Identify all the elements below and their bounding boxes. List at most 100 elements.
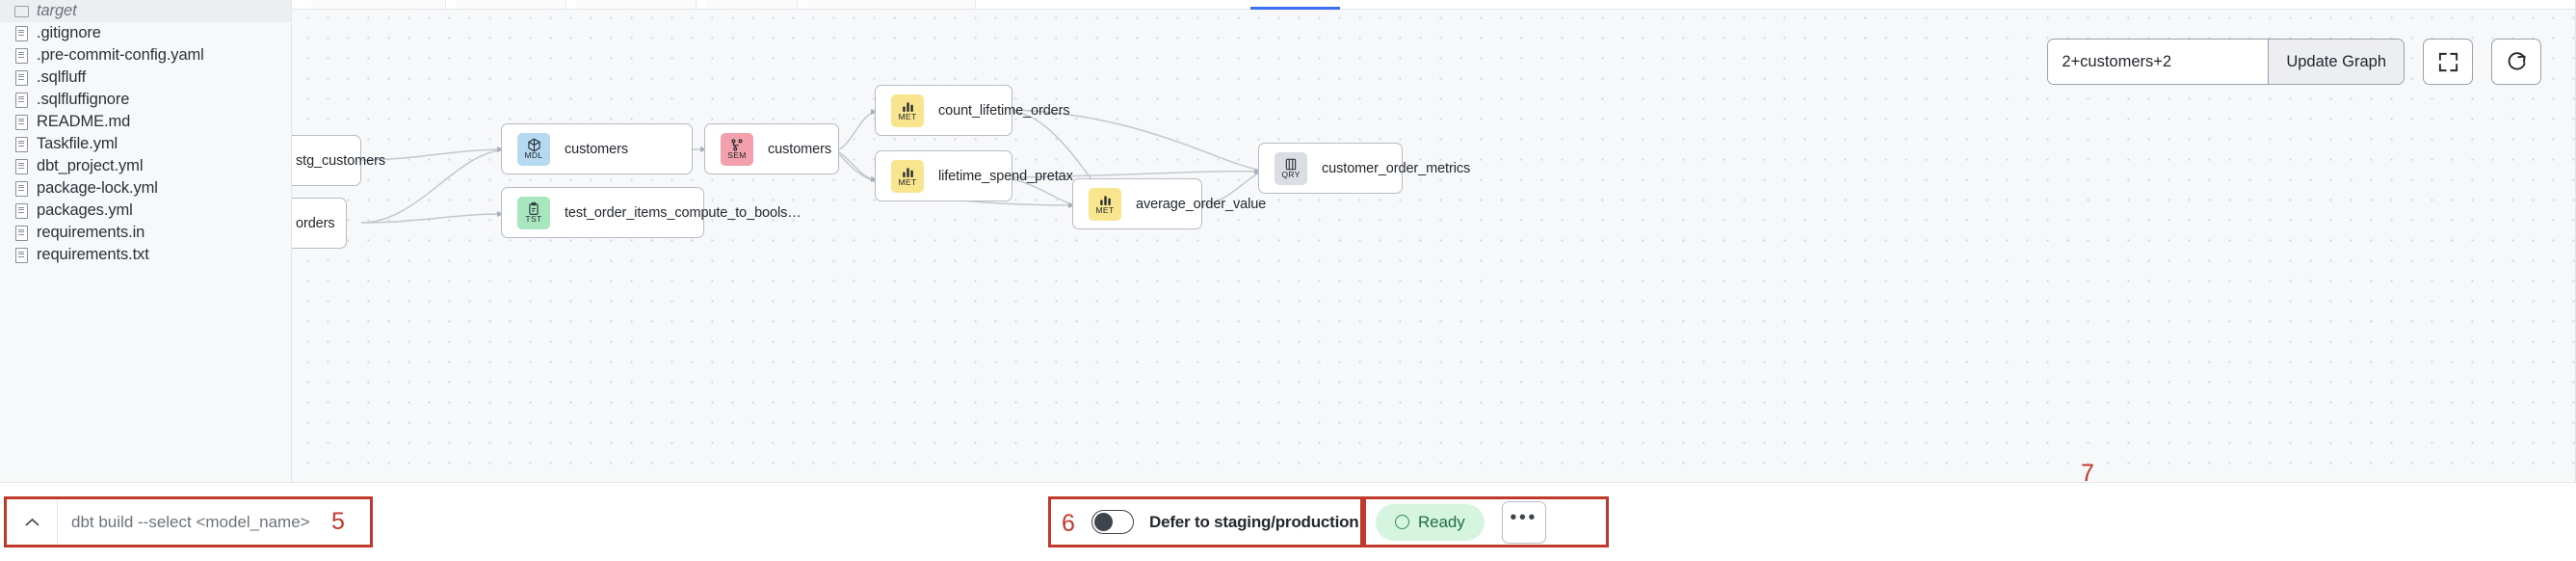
dag-node[interactable]: TST test_order_items_compute_to_bools… [501, 187, 802, 238]
qry-badge-icon: QRY [1275, 151, 1307, 185]
file-name: Taskfile.yml [37, 135, 118, 152]
file-name: packages.yml [37, 201, 133, 219]
file-list-item[interactable]: requirements.in [0, 222, 291, 244]
annotation-marker-6: 6 [1062, 510, 1075, 537]
badge-glyph [901, 99, 915, 113]
file-name: target [37, 2, 77, 19]
dag-node-label: average_order_value [1136, 196, 1267, 212]
dag-node-label: customer_order_metrics [1322, 160, 1471, 176]
editor-tab[interactable] [576, 0, 697, 9]
dag-node-label: customers [565, 141, 628, 157]
file-icon [13, 69, 28, 86]
status-label: Ready [1418, 512, 1465, 531]
command-history-toggle[interactable] [7, 499, 58, 545]
more-options-button[interactable]: ••• [1501, 500, 1546, 544]
file-list-item[interactable]: requirements.txt [0, 244, 291, 266]
graph-toolbar: Update Graph [2047, 39, 2541, 85]
active-tab-indicator [1250, 7, 1340, 10]
badge-label: QRY [1281, 170, 1301, 180]
defer-toggle[interactable] [1091, 510, 1134, 534]
mdl-badge-icon: MDL [517, 132, 550, 166]
file-list-item[interactable]: dbt_project.yml [0, 155, 291, 177]
dag-node-label: test_order_items_compute_to_bools… [565, 204, 802, 221]
badge-label: MET [898, 177, 917, 188]
file-icon [13, 225, 28, 241]
file-icon [13, 92, 28, 108]
command-input[interactable] [58, 499, 370, 545]
editor-tab[interactable] [807, 0, 976, 9]
file-icon [13, 25, 28, 41]
file-icon [13, 47, 28, 64]
defer-setting-group: Defer to staging/production ? [1048, 496, 1390, 548]
dag-node[interactable]: MET lifetime_spend_pretax [875, 150, 1073, 201]
dag-node-label: stg_customers [296, 152, 385, 169]
editor-tab[interactable] [456, 0, 566, 9]
ellipsis-icon: ••• [1510, 507, 1538, 528]
file-list-item[interactable]: .gitignore [0, 22, 291, 44]
file-icon [13, 136, 28, 152]
badge-label: TST [525, 214, 542, 225]
dag-node[interactable]: MDL customers [501, 123, 693, 174]
refresh-button[interactable] [2491, 39, 2541, 85]
file-list: target .gitignore .pre-commit-config.yaml.… [0, 0, 291, 266]
dag-node[interactable]: QRY customer_order_metrics [1258, 143, 1470, 194]
badge-label: MET [898, 112, 917, 122]
dag-node-label: count_lifetime_orders [938, 102, 1070, 119]
graph-selector-combo: Update Graph [2047, 39, 2405, 85]
file-name: requirements.in [37, 224, 145, 241]
file-list-item[interactable]: Taskfile.yml [0, 133, 291, 155]
badge-glyph [1284, 157, 1298, 171]
file-name: dbt_project.yml [37, 157, 144, 174]
file-icon [13, 114, 28, 130]
file-icon [13, 158, 28, 174]
file-name: .pre-commit-config.yaml [37, 46, 204, 64]
bottom-status-bar: 5 Defer to staging/production ? 6 Ready … [0, 460, 2576, 561]
file-name: package-lock.yml [37, 179, 158, 197]
status-dot-icon [1395, 515, 1409, 529]
dag-node[interactable]: orders [292, 198, 347, 249]
fullscreen-button[interactable] [2423, 39, 2473, 85]
dag-node[interactable]: MET count_lifetime_orders [875, 85, 1070, 136]
file-name: README.md [37, 113, 131, 130]
file-name: .sqlfluffignore [37, 91, 130, 108]
file-icon [13, 247, 28, 263]
file-list-item[interactable]: .sqlfluff [0, 67, 291, 89]
refresh-icon [2508, 52, 2526, 70]
dag-node-label: lifetime_spend_pretax [938, 168, 1073, 184]
fullscreen-icon [2438, 52, 2458, 71]
status-group: Ready ••• [1363, 496, 1609, 548]
sem-badge-icon: SEM [721, 132, 753, 166]
file-list-item[interactable]: target [0, 0, 291, 22]
file-list-item[interactable]: README.md [0, 111, 291, 133]
file-list-item[interactable]: package-lock.yml [0, 177, 291, 200]
command-bar-group [4, 496, 373, 548]
tst-badge-icon: TST [517, 196, 550, 229]
annotation-marker-5: 5 [331, 508, 345, 535]
file-icon [13, 180, 28, 197]
editor-tab-strip [292, 0, 2576, 10]
editor-tab[interactable] [311, 0, 446, 9]
badge-label: MDL [524, 150, 543, 161]
file-name: requirements.txt [37, 246, 149, 263]
met-badge-icon: MET [891, 94, 924, 127]
met-badge-icon: MET [891, 159, 924, 193]
dag-node[interactable]: stg_customers [292, 135, 385, 186]
dag-node-label: orders [296, 215, 335, 231]
dag-node[interactable]: MET average_order_value [1072, 178, 1266, 229]
file-list-item[interactable]: packages.yml [0, 200, 291, 222]
status-badge[interactable]: Ready [1376, 503, 1485, 541]
editor-tab[interactable] [706, 0, 798, 9]
badge-label: SEM [727, 150, 747, 161]
badge-glyph [527, 138, 541, 152]
folder-icon [13, 3, 29, 19]
badge-glyph [901, 165, 915, 178]
badge-glyph [730, 138, 744, 151]
update-graph-button[interactable]: Update Graph [2268, 40, 2404, 84]
badge-label: MET [1095, 205, 1115, 216]
file-list-item[interactable]: .sqlfluffignore [0, 89, 291, 111]
graph-selector-input[interactable] [2048, 40, 2269, 84]
file-list-item[interactable]: .pre-commit-config.yaml [0, 44, 291, 67]
